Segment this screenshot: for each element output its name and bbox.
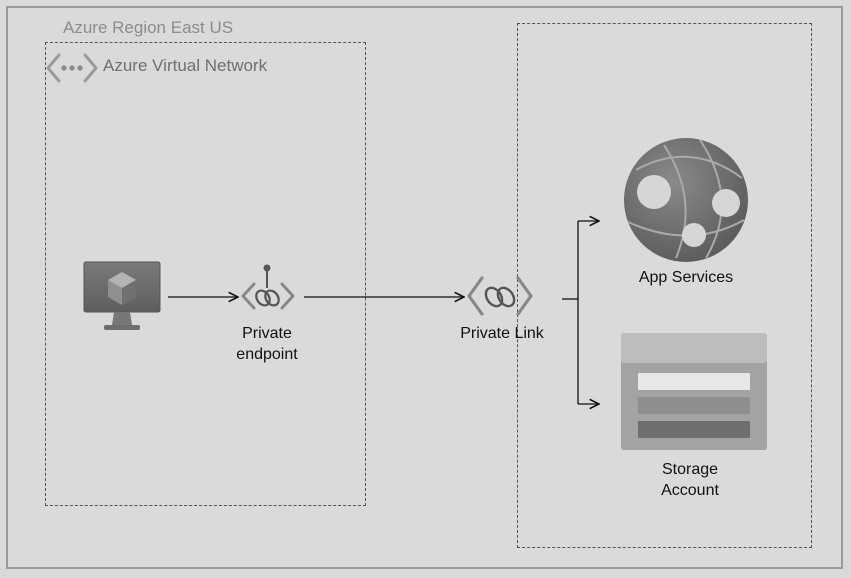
private-link-label: Private Link <box>460 325 544 342</box>
virtual-network-icon <box>46 53 98 83</box>
virtual-machine-icon <box>83 261 161 330</box>
region-title: Azure Region East US <box>63 18 234 37</box>
private-endpoint-label-line2: endpoint <box>236 346 298 363</box>
virtual-network-boundary <box>45 42 366 506</box>
app-services-icon <box>624 138 748 262</box>
storage-account-icon <box>621 333 767 450</box>
storage-account-label-line1: Storage <box>661 461 719 478</box>
services-boundary <box>517 23 812 548</box>
private-endpoint-label: Private endpoint <box>216 323 318 365</box>
private-link-icon <box>467 276 533 316</box>
app-services-label: App Services <box>638 269 734 286</box>
vnet-title: Azure Virtual Network <box>103 56 268 75</box>
storage-account-label: Storage Account <box>630 459 750 501</box>
storage-account-label-line2: Account <box>661 482 719 499</box>
private-endpoint-icon <box>241 264 295 310</box>
private-endpoint-label-line1: Private <box>242 325 292 342</box>
connectors <box>168 221 599 404</box>
